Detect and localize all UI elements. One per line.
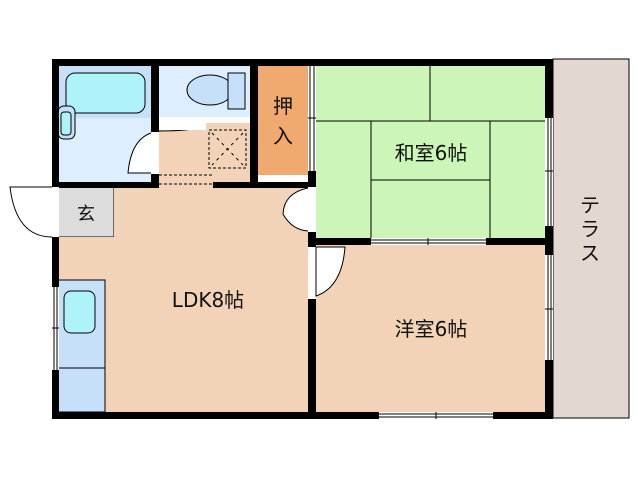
tatami-mats [316, 66, 545, 238]
wash-basin-icon [60, 111, 72, 136]
yoshitsu-label: 洋室6帖 [395, 317, 468, 341]
washitsu-label: 和室6帖 [395, 141, 468, 165]
genkan-label: 玄 [77, 204, 95, 225]
kitchen-sink-icon [63, 290, 96, 334]
oshiire-label-1: 押 [273, 94, 293, 118]
terrace-label-1: テ [580, 193, 600, 217]
entrance-door-icon [9, 186, 53, 238]
window [545, 255, 553, 360]
washitsu-room [316, 66, 545, 238]
washroom [158, 122, 250, 182]
oshiire-label-2: 入 [273, 124, 293, 148]
ldk-room [57, 187, 308, 413]
openings [9, 66, 553, 419]
terrace [552, 58, 630, 419]
door-swing-icon [127, 132, 152, 174]
toilet [159, 66, 250, 117]
yoshitsu-room [316, 245, 545, 412]
bathtub-icon [65, 72, 146, 114]
washer-space-icon [208, 129, 247, 169]
toilet-tank-icon [227, 72, 246, 110]
door-swing-icon [315, 246, 346, 297]
toilet-bowl-icon [186, 74, 234, 106]
ldk-label: LDK8帖 [172, 288, 244, 312]
terrace-label-3: ス [580, 241, 600, 265]
window [545, 118, 553, 226]
terrace-label-2: ラ [580, 217, 600, 241]
door-swing-icon [282, 187, 309, 232]
oshiire-closet [258, 66, 308, 175]
